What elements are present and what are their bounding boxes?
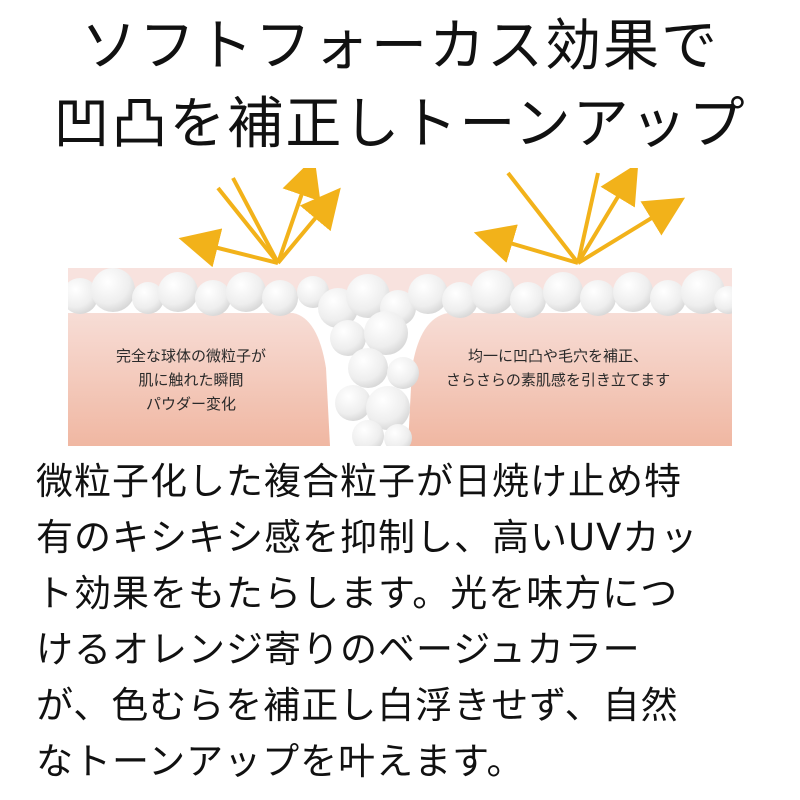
body-line: 有のキシキシ感を抑制し、高いUVカッ: [36, 516, 699, 559]
caption-left: 完全な球体の微粒子が 肌に触れた瞬間 パウダー変化: [86, 344, 296, 416]
body-line: 微粒子化した複合粒子が日焼け止め特: [36, 460, 682, 503]
body-line: ト効果をもたらします。光を味方につ: [36, 572, 679, 615]
skin-illustration: 完全な球体の微粒子が 肌に触れた瞬間 パウダー変化 均一に凹凸や毛穴を補正、 さ…: [68, 168, 732, 446]
skin-left: [68, 313, 330, 446]
caption-right: 均一に凹凸や毛穴を補正、 さらさらの素肌感を引き立てます: [398, 344, 718, 392]
caption-right-line: さらさらの素肌感を引き立てます: [445, 371, 671, 389]
caption-left-line: パウダー変化: [145, 395, 236, 413]
headline-line-2: 凹凸を補正しトーンアップ: [53, 92, 747, 157]
body-line: けるオレンジ寄りのベージュカラー: [36, 628, 641, 671]
body-line: なトーンアップを叶えます。: [36, 740, 525, 783]
headline-line-1: ソフトフォーカス効果で: [81, 14, 719, 79]
caption-left-line: 完全な球体の微粒子が: [115, 347, 266, 365]
body-text: 微粒子化した複合粒子が日焼け止め特 有のキシキシ感を抑制し、高いUVカッ ト効果…: [36, 454, 776, 790]
skin-right: [408, 313, 732, 446]
caption-left-line: 肌に触れた瞬間: [138, 371, 244, 389]
skin-diagram: [68, 168, 732, 446]
body-line: が、色むらを補正し白浮きせず、自然: [36, 684, 679, 727]
powder-spheres: [68, 268, 732, 446]
light-rays-right: [473, 168, 686, 265]
headline: ソフトフォーカス効果で 凹凸を補正しトーンアップ: [0, 8, 800, 164]
light-rays-left: [178, 168, 341, 268]
caption-right-line: 均一に凹凸や毛穴を補正、: [467, 347, 648, 365]
